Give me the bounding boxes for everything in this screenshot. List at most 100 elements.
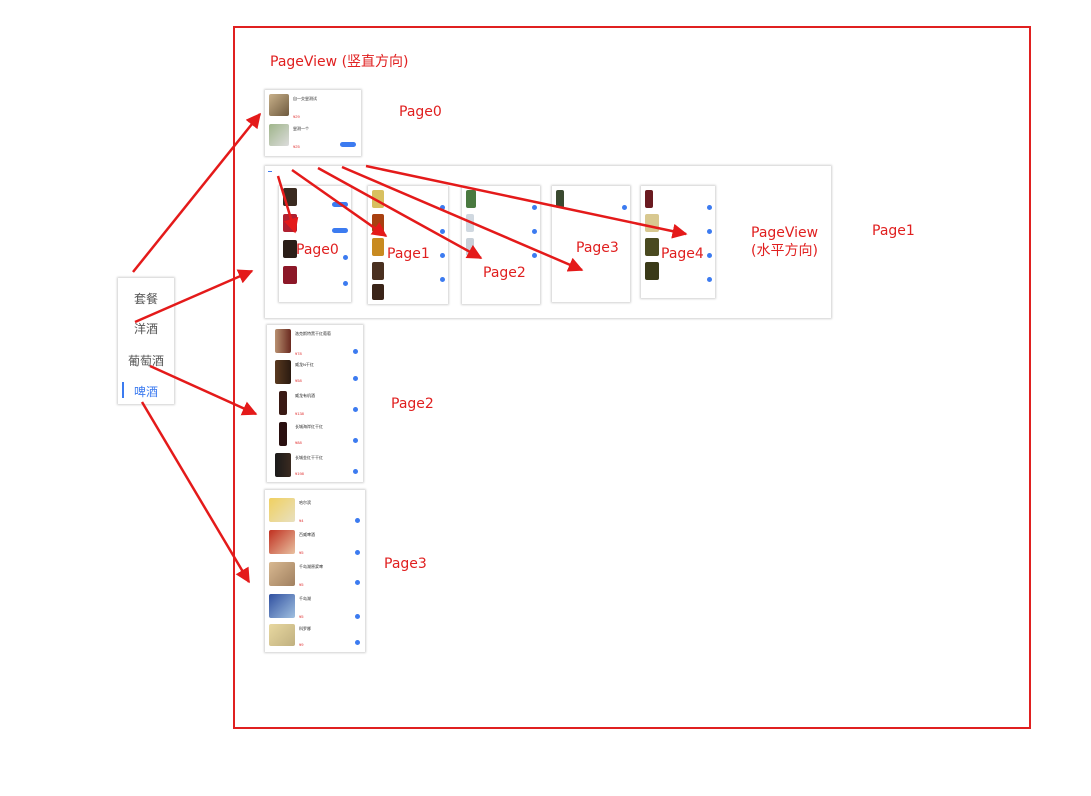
list-item[interactable] bbox=[368, 238, 448, 260]
list-item[interactable]: 自一交尝测试 ¥29 bbox=[265, 94, 361, 120]
product-name: 洛克斯特黑干红葡萄 bbox=[295, 331, 331, 336]
product-thumbnail bbox=[279, 422, 287, 446]
product-price: ¥58 bbox=[295, 378, 302, 383]
add-to-cart-button[interactable] bbox=[440, 253, 445, 258]
side-nav: 套餐 洋酒 葡萄酒 啤酒 bbox=[118, 278, 174, 404]
horizontal-pageview-label: PageView (水平方向) bbox=[751, 225, 819, 259]
arrow-to-hpage4 bbox=[365, 164, 688, 239]
list-item[interactable]: 哈尔滨 ¥4 bbox=[265, 498, 365, 526]
add-to-cart-button[interactable] bbox=[440, 277, 445, 282]
list-item[interactable] bbox=[641, 190, 715, 212]
page2-card: 洛克斯特黑干红葡萄 ¥78 威龙N干红 ¥58 威龙有机酒 ¥138 长城海岸红… bbox=[267, 325, 363, 482]
arrow-to-hpage0 bbox=[276, 175, 299, 234]
product-thumbnail bbox=[372, 284, 384, 300]
arrow-to-hpage2 bbox=[317, 166, 483, 260]
list-item[interactable]: 千岛湖 ¥5 bbox=[265, 594, 365, 622]
product-name: 尝测一个 bbox=[293, 126, 309, 131]
product-price: ¥9 bbox=[299, 642, 304, 647]
nav-active-indicator bbox=[122, 382, 124, 398]
list-item[interactable] bbox=[368, 284, 448, 302]
add-to-cart-button[interactable] bbox=[707, 253, 712, 258]
product-price: ¥5 bbox=[299, 582, 304, 587]
product-name: 长城金红干干红 bbox=[295, 455, 323, 460]
add-to-cart-button[interactable] bbox=[622, 205, 627, 210]
page3-card: 哈尔滨 ¥4 百威啤酒 ¥5 千岛湖原浆啤 ¥5 千岛湖 ¥5 科罗娜 ¥9 bbox=[265, 490, 365, 652]
list-item[interactable]: 百威啤酒 ¥5 bbox=[265, 530, 365, 558]
vertical-page3-label: Page3 bbox=[384, 556, 427, 572]
add-to-cart-button[interactable] bbox=[353, 376, 358, 381]
arrow-to-hpage3 bbox=[341, 165, 584, 272]
list-item[interactable] bbox=[641, 238, 715, 260]
horizontal-page2-label: Page2 bbox=[483, 265, 526, 281]
arrow-to-hpage1 bbox=[291, 168, 388, 238]
nav-item-beer[interactable]: 啤酒 bbox=[133, 385, 158, 399]
product-name: 自一交尝测试 bbox=[293, 96, 317, 101]
product-price: ¥29 bbox=[293, 114, 300, 119]
product-thumbnail bbox=[269, 498, 295, 522]
list-item[interactable] bbox=[462, 190, 540, 212]
add-to-cart-button[interactable] bbox=[707, 205, 712, 210]
add-to-cart-button[interactable] bbox=[532, 229, 537, 234]
nav-item-liquor[interactable]: 洋酒 bbox=[133, 322, 158, 336]
add-to-cart-button[interactable] bbox=[532, 205, 537, 210]
add-to-cart-button[interactable] bbox=[355, 518, 360, 523]
product-thumbnail bbox=[275, 329, 291, 353]
add-to-cart-button[interactable] bbox=[355, 550, 360, 555]
product-thumbnail bbox=[275, 360, 291, 384]
product-thumbnail bbox=[275, 453, 291, 477]
list-item[interactable]: 洛克斯特黑干红葡萄 ¥78 bbox=[267, 329, 363, 357]
add-to-cart-button[interactable] bbox=[355, 614, 360, 619]
product-thumbnail bbox=[279, 391, 287, 415]
horizontal-page3-label: Page3 bbox=[576, 240, 619, 256]
product-thumbnail bbox=[269, 124, 289, 146]
product-thumbnail bbox=[269, 562, 295, 586]
list-item[interactable]: 尝测一个 ¥25 bbox=[265, 124, 361, 152]
page0-card: 自一交尝测试 ¥29 尝测一个 ¥25 bbox=[265, 90, 361, 156]
add-to-cart-button[interactable] bbox=[707, 277, 712, 282]
list-item[interactable] bbox=[552, 190, 630, 212]
product-name: 百威啤酒 bbox=[299, 532, 315, 537]
list-item[interactable]: 威龙有机酒 ¥138 bbox=[267, 391, 363, 419]
hpage4-card bbox=[641, 186, 715, 298]
list-item[interactable]: 长城海岸红干红 ¥88 bbox=[267, 422, 363, 450]
add-to-cart-button[interactable] bbox=[353, 469, 358, 474]
horizontal-page0-label: Page0 bbox=[296, 242, 339, 258]
list-item[interactable]: 长城金红干干红 ¥198 bbox=[267, 453, 363, 481]
add-to-cart-button[interactable] bbox=[355, 640, 360, 645]
product-thumbnail bbox=[556, 190, 564, 208]
list-item[interactable] bbox=[279, 240, 351, 264]
add-to-cart-button[interactable] bbox=[532, 253, 537, 258]
list-item[interactable]: 科罗娜 ¥9 bbox=[265, 624, 365, 650]
list-item[interactable] bbox=[279, 266, 351, 290]
add-to-cart-button[interactable] bbox=[353, 438, 358, 443]
product-thumbnail bbox=[466, 190, 476, 208]
list-item[interactable]: 千岛湖原浆啤 ¥5 bbox=[265, 562, 365, 590]
nav-item-package[interactable]: 套餐 bbox=[133, 292, 158, 306]
add-to-cart-button[interactable] bbox=[707, 229, 712, 234]
add-to-cart-button[interactable] bbox=[343, 255, 348, 260]
outer-frame bbox=[233, 26, 1031, 729]
list-item[interactable] bbox=[368, 262, 448, 284]
arrow-to-page2 bbox=[149, 364, 258, 416]
add-to-cart-button[interactable] bbox=[440, 229, 445, 234]
add-to-cart-button[interactable] bbox=[355, 580, 360, 585]
add-to-cart-button[interactable] bbox=[353, 407, 358, 412]
product-thumbnail bbox=[372, 262, 384, 280]
product-price: ¥88 bbox=[295, 440, 302, 445]
add-to-cart-button[interactable] bbox=[353, 349, 358, 354]
add-to-cart-button[interactable] bbox=[340, 142, 356, 147]
add-to-cart-button[interactable] bbox=[332, 228, 348, 233]
nav-item-wine[interactable]: 葡萄酒 bbox=[127, 354, 164, 368]
product-price: ¥4 bbox=[299, 518, 304, 523]
vertical-page2-label: Page2 bbox=[391, 396, 434, 412]
add-to-cart-button[interactable] bbox=[343, 281, 348, 286]
list-item[interactable]: 威龙N干红 ¥58 bbox=[267, 360, 363, 388]
product-thumbnail bbox=[269, 624, 295, 646]
add-to-cart-button[interactable] bbox=[440, 205, 445, 210]
product-price: ¥198 bbox=[295, 471, 304, 476]
product-name: 长城海岸红干红 bbox=[295, 424, 323, 429]
product-price: ¥78 bbox=[295, 351, 302, 356]
product-name: 千岛湖原浆啤 bbox=[299, 564, 323, 569]
list-item[interactable] bbox=[641, 262, 715, 284]
